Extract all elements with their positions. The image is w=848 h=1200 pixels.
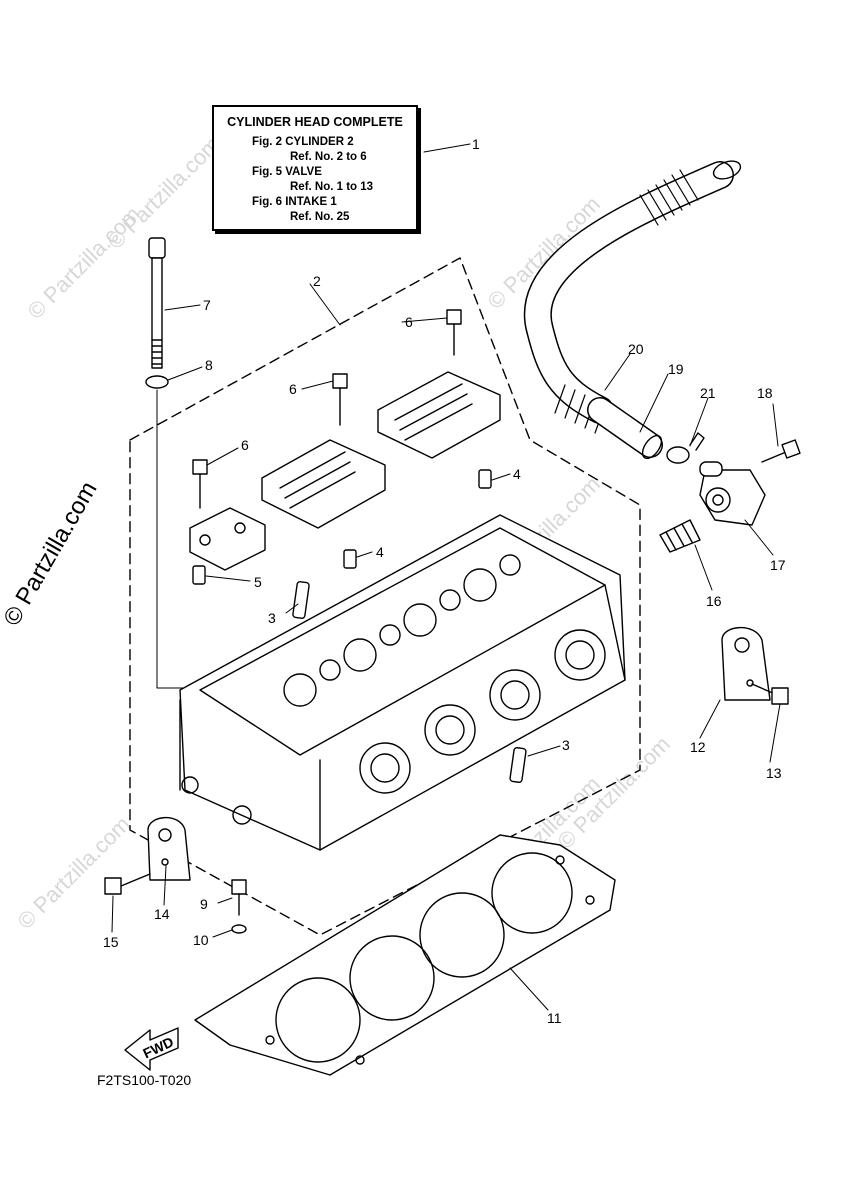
guide-part — [509, 747, 527, 783]
callout-16: 16 — [706, 593, 722, 609]
legend-title: CYLINDER HEAD COMPLETE — [227, 115, 403, 129]
guide-part — [292, 581, 310, 619]
legend-line: Fig. 6 INTAKE 1 — [252, 196, 337, 208]
bracket-14-part — [147, 816, 191, 881]
washer-10-part — [231, 924, 247, 934]
camshaft-cap-part — [261, 439, 386, 529]
legend-line: Ref. No. 2 to 6 — [290, 151, 367, 163]
bolt-13-part — [751, 683, 789, 705]
callout-19: 19 — [668, 361, 684, 377]
legend-line: Fig. 2 CYLINDER 2 — [252, 136, 354, 148]
bolt-6-part — [446, 309, 462, 356]
callout-13: 13 — [766, 765, 782, 781]
callout-4a: 4 — [513, 466, 521, 482]
callout-5: 5 — [254, 574, 262, 590]
diagram-code: F2TS100-T020 — [97, 1072, 192, 1088]
callout-8: 8 — [205, 357, 213, 373]
callout-3a: 3 — [268, 610, 276, 626]
callout-6a: 6 — [405, 314, 413, 330]
callout-18: 18 — [757, 385, 773, 401]
fwd-arrow-icon — [124, 1027, 179, 1071]
callout-17: 17 — [770, 557, 786, 573]
callout-11: 11 — [547, 1010, 562, 1026]
dowel-part — [343, 549, 357, 569]
bolt-6-part — [332, 373, 348, 426]
callout-21: 21 — [700, 385, 716, 401]
callout-12: 12 — [690, 739, 706, 755]
callout-7: 7 — [203, 297, 211, 313]
legend-box: CYLINDER HEAD COMPLETE Fig. 2 CYLINDER 2… — [212, 105, 418, 231]
bolt-6-part — [192, 459, 208, 509]
thermostat-part — [659, 519, 701, 553]
camshaft-cap-part — [377, 371, 501, 459]
dowel-part — [478, 469, 492, 489]
cylinder-head-part — [179, 514, 626, 851]
hose-part — [523, 160, 742, 460]
callout-14: 14 — [154, 906, 170, 922]
legend-line: Fig. 5 VALVE — [252, 166, 322, 178]
legend-line: Ref. No. 25 — [290, 211, 350, 223]
callout-20: 20 — [628, 341, 644, 357]
bolt-18-part — [761, 439, 801, 463]
callout-6c: 6 — [241, 437, 249, 453]
callout-4b: 4 — [376, 544, 384, 560]
washer-part — [145, 375, 169, 389]
hose-clamp-part — [666, 432, 705, 464]
callout-2: 2 — [313, 273, 321, 289]
callout-9: 9 — [200, 896, 208, 912]
bracket-12-part — [721, 626, 771, 701]
thermostat-housing-part — [699, 461, 766, 526]
bolt-9-part — [231, 879, 247, 916]
callout-3b: 3 — [562, 737, 570, 753]
head-gasket-part — [194, 834, 616, 1076]
legend-line: Ref. No. 1 to 13 — [290, 181, 374, 193]
long-bolt-part — [148, 237, 166, 369]
small-cap-part — [189, 507, 266, 571]
callout-10: 10 — [193, 932, 209, 948]
callout-1: 1 — [472, 136, 480, 152]
dowel-part — [192, 565, 206, 585]
callout-15: 15 — [103, 934, 119, 950]
bolt-15-part — [104, 873, 151, 895]
callout-6b: 6 — [289, 381, 297, 397]
